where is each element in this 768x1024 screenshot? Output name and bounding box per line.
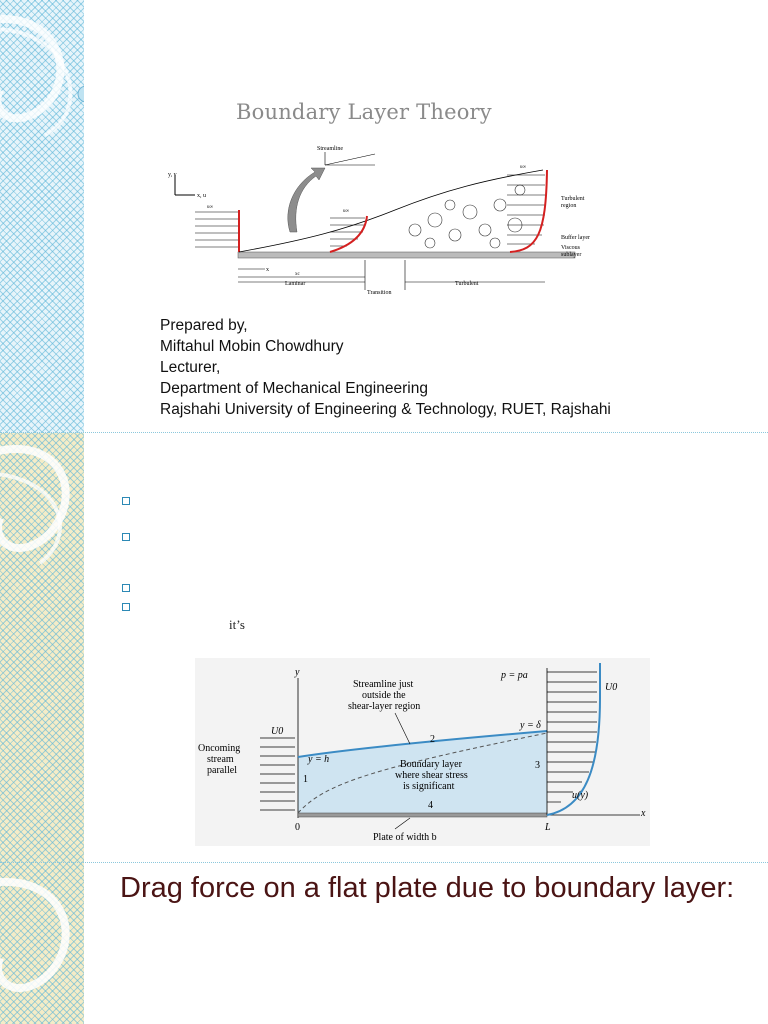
curved-arrow-icon	[287, 167, 326, 233]
bullet-icon	[122, 584, 130, 592]
decorative-sidebar	[0, 0, 84, 433]
x-axis-label: x	[640, 808, 646, 819]
swirl-decoration-icon	[0, 445, 70, 993]
credit-line: Prepared by,	[160, 317, 248, 334]
credits-block: Prepared by, Miftahul Mobin Chowdhury Le…	[160, 315, 611, 420]
flat-plate-figure: y x U0 Oncoming stream parallel y = h 1 …	[195, 658, 650, 846]
xc-label: xc	[295, 272, 301, 277]
viscous-sublayer-label: Viscous sublayer	[561, 245, 581, 258]
turbulent-region-label: Turbulent region	[561, 196, 586, 209]
u-inf-label-3: u∞	[520, 165, 527, 170]
bullet-icon	[122, 497, 130, 505]
boundary-layer-figure: y, v x, u u∞ u∞	[168, 146, 590, 296]
credit-line: Miftahul Mobin Chowdhury	[160, 338, 344, 355]
its-text: it’s	[229, 617, 245, 632]
oncoming-label: Oncoming stream parallel	[198, 743, 243, 776]
laminar-label: Laminar	[285, 281, 305, 287]
streamline-label: Streamline	[317, 146, 343, 152]
slide-divider	[0, 432, 768, 433]
buffer-layer-label: Buffer layer	[561, 234, 590, 241]
axis-y-label: y, v	[168, 172, 177, 178]
L-label: L	[544, 822, 551, 833]
swirl-decoration-icon	[0, 15, 84, 137]
plate	[237, 251, 576, 259]
y-h-label: y = h	[307, 754, 329, 765]
slide-title: Boundary Layer Theory	[236, 100, 492, 124]
axis-x-label: x, u	[197, 193, 206, 199]
slide-divider	[0, 862, 768, 863]
region-2-label: 2	[430, 734, 435, 745]
x-label: x	[266, 267, 269, 273]
u-inf-label-2: u∞	[343, 209, 350, 214]
bullet-icon	[122, 603, 130, 611]
credit-line: Lecturer,	[160, 359, 221, 376]
u-inf-label: u∞	[207, 205, 214, 210]
region-4-label: 4	[428, 800, 433, 811]
boundary-layer-label: Boundary layer where shear stress is sig…	[395, 759, 470, 792]
plate-label: Plate of width b	[373, 832, 437, 843]
u0-inlet-label: U0	[271, 726, 283, 737]
transition-label: Transition	[367, 290, 391, 296]
bullet-icon	[122, 533, 130, 541]
decorative-sidebar	[0, 433, 84, 1024]
region-1-label: 1	[303, 774, 308, 785]
slide-heading: Drag force on a flat plate due to bounda…	[120, 872, 735, 904]
pressure-label: p = pa	[500, 670, 528, 681]
region-3-label: 3	[535, 760, 540, 771]
u-y-label: u(y)	[572, 790, 589, 801]
y-delta-label: y = δ	[519, 720, 541, 731]
turbulent-label: Turbulent	[455, 281, 479, 287]
credit-line: Department of Mechanical Engineering	[160, 380, 428, 397]
streamline-label: Streamline just outside the shear-layer …	[348, 679, 420, 712]
origin-label: 0	[295, 822, 300, 833]
credit-line: Rajshahi University of Engineering & Tec…	[160, 401, 611, 418]
plate	[297, 812, 548, 818]
slide-1: Boundary Layer Theory y, v x, u u∞ u∞	[0, 0, 768, 433]
u0-outlet-label: U0	[605, 682, 617, 693]
y-axis-label: y	[294, 667, 300, 678]
